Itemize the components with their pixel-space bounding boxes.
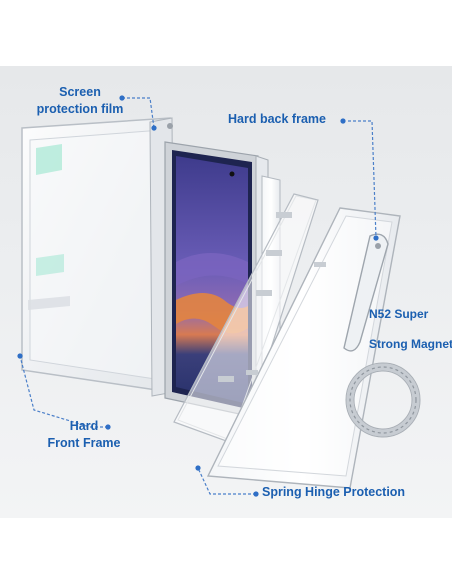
front-frame-with-film — [21, 117, 175, 397]
magnetic-ring — [345, 362, 421, 438]
label-screen-protection-film: Screen protection film — [10, 84, 150, 118]
leader-lines — [19, 97, 377, 495]
label-screen-line2: protection film — [36, 102, 124, 116]
label-hard-back-frame: Hard back frame — [228, 112, 326, 126]
label-front-line2: Front Frame — [47, 436, 121, 450]
label-strong-magnetic: Strong Magnetic — [369, 337, 452, 351]
leader-dots — [17, 95, 379, 497]
label-front-line1: Hard — [69, 419, 99, 433]
label-screen-line1: Screen — [59, 85, 101, 99]
label-spring-hinge-protection: Spring Hinge Protection — [262, 485, 406, 499]
label-n52-super: N52 Super — [369, 307, 429, 321]
label-hard-front-frame: Hard Front Frame — [24, 418, 144, 452]
